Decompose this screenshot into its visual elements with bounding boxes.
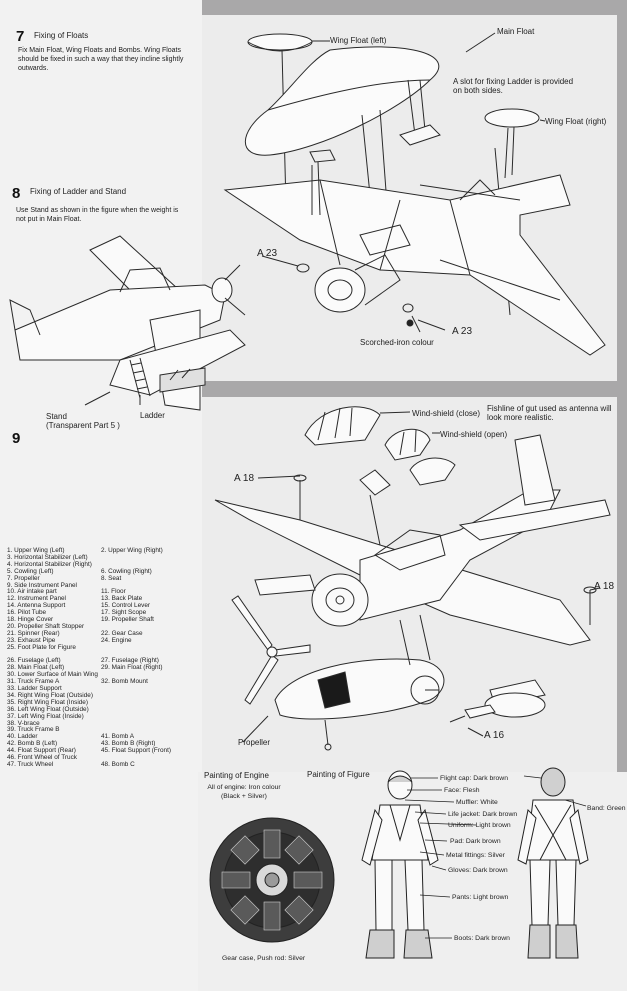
parts-list-item: 31. Truck Frame A [7, 678, 60, 686]
paint-item-face: Face: Flesh [444, 787, 480, 794]
paint-item-flight-cap: Flight cap: Dark brown [440, 775, 508, 782]
label-fishline: Fishline of gut used as antenna will loo… [487, 404, 612, 422]
step8-note: Use Stand as shown in the figure when th… [16, 207, 179, 223]
painting-engine-footer: Gear case, Push rod: Silver [222, 955, 306, 962]
parts-list-item: 37. Left Wing Float (Inside) [7, 712, 84, 720]
parts-list-item: 18. Hinge Cover [7, 616, 54, 623]
label-propeller: Propeller [238, 738, 271, 747]
parts-list-item: 35. Right Wing Float (Inside) [7, 698, 88, 706]
label-windshield-open: Wind-shield (open) [440, 430, 508, 439]
paint-item-life-jacket: Life jacket: Dark brown [448, 811, 518, 818]
parts-list-item: 39. Truck Frame B [7, 726, 60, 734]
parts-list-item: 41. Bomb A [101, 733, 135, 741]
paint-item-pants: Pants: Light brown [452, 894, 509, 901]
parts-list-item: 3. Horizontal Stabilizer (Left) [7, 553, 88, 561]
parts-list-item: 15. Control Lever [101, 602, 151, 610]
parts-list-item: 29. Main Float (Right) [101, 664, 163, 672]
step8-number: 8 [12, 185, 21, 202]
label-wing-float-left: Wing Float (left) [330, 36, 387, 45]
parts-list-item: 36. Left Wing Float (Outside) [7, 705, 89, 713]
painting-engine-title: Painting of Engine [204, 771, 269, 780]
step9-number: 9 [12, 430, 21, 447]
parts-list-item: 40. Ladder [7, 733, 38, 741]
paint-item-uniform: Uniform: Light brown [448, 822, 511, 829]
parts-list-item: 46. Front Wheel of Truck [7, 754, 77, 761]
step7-number: 7 [16, 28, 25, 45]
paint-item-band: Band: Green [587, 805, 626, 812]
parts-list-item: 43. Bomb B (Right) [101, 740, 156, 748]
label-ladder: Ladder [140, 411, 165, 420]
parts-list-item: 32. Bomb Mount [101, 678, 148, 686]
label-windshield-close: Wind-shield (close) [412, 409, 481, 418]
paint-item-muffler: Muffler: White [456, 799, 498, 806]
parts-list-item: 6. Cowling (Right) [101, 567, 152, 575]
paint-item-gloves: Gloves: Dark brown [448, 867, 508, 874]
label-a16: A 16 [484, 730, 505, 741]
parts-list-item: 4. Horizontal Stabilizer (Right) [7, 560, 92, 568]
parts-list-item: 45. Float Support (Front) [101, 747, 171, 755]
parts-list-item: 2. Upper Wing (Right) [101, 547, 163, 554]
page-left-strip [0, 0, 202, 991]
step7-note: Fix Main Float, Wing Floats and Bombs. W… [18, 47, 184, 72]
parts-list-item: 28. Main Float (Left) [7, 664, 65, 672]
parts-list-item: 33. Ladder Support [7, 685, 62, 692]
parts-list-item: 13. Back Plate [101, 595, 143, 603]
label-main-float: Main Float [497, 27, 535, 36]
parts-list-item: 27. Fuselage (Right) [101, 657, 159, 665]
parts-list-item: 25. Foot Plate for Figure [7, 643, 76, 651]
parts-list-item: 11. Floor [101, 588, 126, 596]
parts-list-item: 7. Propeller [7, 574, 40, 582]
parts-list-item: 30. Lower Surface of Main Wing [7, 671, 98, 679]
parts-list-item: 21. Spinner (Rear) [7, 629, 60, 637]
parts-list-item: 48. Bomb C [101, 760, 135, 768]
parts-list-item: 22. Gear Case [101, 629, 143, 637]
parts-list-item: 9. Side Instrument Panel [7, 581, 77, 589]
parts-list-item: 38. V-brace [7, 719, 40, 727]
paint-item-pad: Pad: Dark brown [450, 838, 501, 845]
parts-list-item: 5. Cowling (Left) [7, 567, 54, 575]
parts-list-item: 8. Seat [101, 574, 122, 582]
parts-list-item: 12. Instrument Panel [7, 595, 66, 603]
label-stand: Stand [46, 412, 67, 421]
label-stand-sub: (Transparent Part 5 ) [46, 421, 120, 430]
painting-figure-title: Painting of Figure [307, 770, 370, 779]
parts-list-item: 16. Pilot Tube [7, 609, 47, 617]
paint-item-boots: Boots: Dark brown [454, 935, 510, 942]
parts-list-item: 14. Antenna Support [7, 602, 66, 610]
parts-list-item: 23. Exhaust Pipe [7, 636, 56, 644]
label-ladder-slot: A slot for fixing Ladder is provided on … [453, 77, 574, 95]
parts-list-item: 42. Bomb B (Left) [7, 740, 58, 748]
parts-list-item: 44. Float Support (Rear) [7, 747, 76, 755]
label-a23-left: A 23 [257, 248, 278, 259]
parts-list-item: 10. Air intake part [7, 588, 57, 596]
label-wing-float-right: Wing Float (right) [545, 117, 607, 126]
label-a23-right: A 23 [452, 326, 473, 337]
parts-list-item: 47. Truck Wheel [7, 760, 54, 768]
label-scorched-iron: Scorched-iron colour [360, 338, 434, 347]
paint-item-metal-fittings: Metal fittings: Silver [446, 852, 505, 859]
step8-title: Fixing of Ladder and Stand [30, 187, 127, 196]
painting-engine-note: All of engine: Iron colour (Black + Silv… [207, 784, 281, 800]
step7-title: Fixing of Floats [34, 31, 89, 40]
parts-list-item: 19. Propeller Shaft [101, 616, 154, 623]
parts-list-item: 26. Fuselage (Left) [7, 657, 61, 665]
parts-list-item: 17. Sight Scope [101, 609, 147, 617]
parts-list-item: 1. Upper Wing (Left) [7, 547, 65, 554]
parts-list-item: 24. Engine [101, 636, 132, 644]
parts-list-item: 20. Propeller Shaft Stopper [7, 622, 85, 630]
label-a18-right: A 18 [594, 581, 615, 592]
parts-list-item: 34. Right Wing Float (Outside) [7, 691, 93, 699]
label-a18-left: A 18 [234, 473, 255, 484]
